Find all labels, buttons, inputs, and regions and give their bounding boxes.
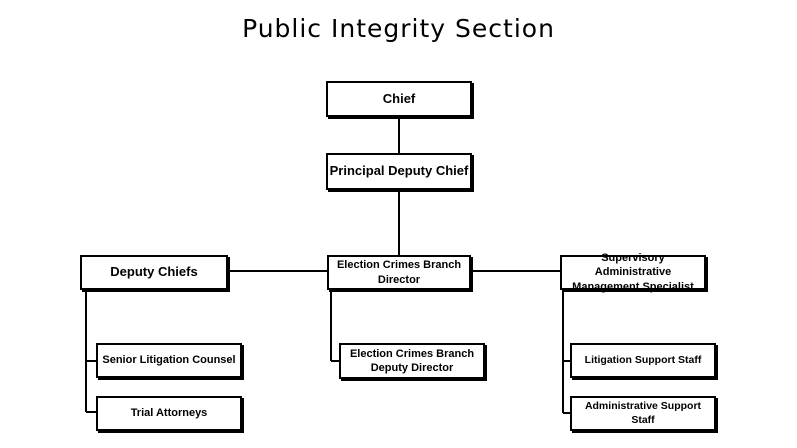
- node-election-crimes-deputy-label: Election Crimes Branch Deputy Director: [350, 347, 474, 376]
- node-admin-support-staff-line2: Staff: [631, 413, 655, 426]
- node-senior-litigation-counsel: Senior Litigation Counsel: [96, 343, 242, 378]
- node-supervisory-admin-line1: Supervisory Administrative: [594, 252, 672, 279]
- node-chief-label: Chief: [382, 90, 416, 106]
- node-admin-support-staff: Administrative Support Staff: [570, 396, 716, 431]
- node-election-crimes-deputy-line2: Deputy Director: [370, 362, 454, 374]
- node-deputy-chiefs: Deputy Chiefs: [80, 255, 228, 290]
- node-election-crimes-deputy-line1: Election Crimes Branch: [349, 347, 475, 360]
- node-admin-support-staff-label: Administrative Support Staff: [585, 400, 701, 427]
- node-election-crimes-director-line2: Director: [377, 273, 421, 286]
- node-chief: Chief: [326, 81, 472, 117]
- node-principal-deputy-chief: Principal Deputy Chief: [326, 153, 472, 190]
- node-principal-deputy-chief-label: Principal Deputy Chief: [329, 163, 469, 179]
- node-senior-litigation-counsel-label: Senior Litigation Counsel: [102, 354, 236, 367]
- chart-title: Public Integrity Section: [242, 14, 555, 43]
- node-election-crimes-director: Election Crimes Branch Director: [327, 255, 471, 290]
- node-election-crimes-deputy: Election Crimes Branch Deputy Director: [339, 343, 485, 379]
- node-supervisory-admin: Supervisory Administrative Management Sp…: [560, 252, 706, 293]
- node-litigation-support-staff-label: Litigation Support Staff: [584, 353, 702, 366]
- node-supervisory-admin-label: Supervisory Administrative Management Sp…: [562, 251, 704, 294]
- node-deputy-chiefs-label: Deputy Chiefs: [110, 264, 198, 280]
- node-admin-support-staff-line1: Administrative Support: [584, 399, 702, 412]
- node-election-crimes-director-label: Election Crimes Branch Director: [337, 258, 461, 287]
- node-trial-attorneys: Trial Attorneys: [96, 396, 242, 431]
- node-supervisory-admin-line2: Management Specialist: [572, 280, 694, 293]
- node-litigation-support-staff: Litigation Support Staff: [570, 343, 716, 378]
- node-trial-attorneys-label: Trial Attorneys: [130, 407, 208, 420]
- node-election-crimes-director-line1: Election Crimes Branch: [336, 259, 462, 272]
